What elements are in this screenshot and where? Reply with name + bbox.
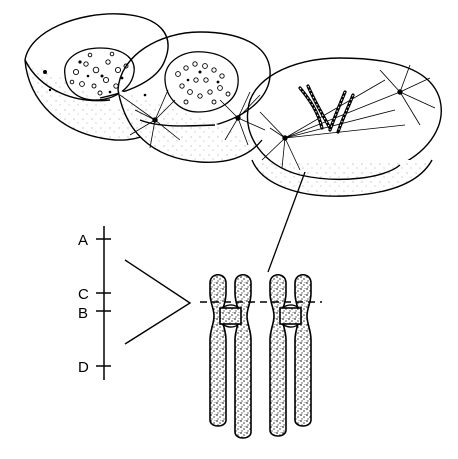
- centromere-2: [279, 307, 302, 325]
- cell-3-top-rim: [247, 57, 442, 166]
- chromosome-1-chromatid-left: [209, 273, 227, 427]
- cell-2-nucleus: [164, 51, 239, 113]
- cell-3-body: [251, 159, 433, 197]
- cell-2-chromatin: [175, 61, 231, 105]
- bracket-lines: [124, 259, 192, 345]
- label-b: B: [78, 305, 88, 322]
- cell-prophase: [117, 31, 271, 163]
- cell-2-top-rim: [117, 31, 271, 126]
- chromosome-1-chromatid-right: [234, 273, 252, 439]
- cell-interphase: [24, 13, 169, 141]
- cell-3-chromosome-texture: [299, 85, 354, 133]
- cell-2-front-rim: [139, 119, 216, 127]
- cell-1-front-rim: [24, 59, 111, 102]
- cell-3-spindle: [259, 64, 436, 171]
- centromere-1: [219, 307, 242, 325]
- centromere-outline: [221, 304, 300, 328]
- cell-metaphase: [246, 57, 442, 197]
- cell-2-centriole-right: [235, 115, 241, 121]
- label-a: A: [78, 232, 88, 249]
- cell-1-top-rim: [24, 13, 169, 99]
- scale-axis: [96, 226, 111, 380]
- cell-3-centriole-right: [397, 89, 403, 95]
- callout-line: [267, 171, 306, 273]
- cell-1-nucleus: [64, 47, 135, 101]
- chromosome-2-chromatid-left: [269, 273, 287, 437]
- cell-3-centriole-left: [282, 135, 288, 141]
- cell-2-nucleus-dots: [186, 70, 220, 84]
- cell-2-centriole-left: [152, 117, 158, 123]
- cell-3-front-rim: [246, 109, 401, 180]
- chromosome-2-chromatid-right: [294, 273, 312, 427]
- cell-1-nucleus-dots: [43, 60, 147, 97]
- label-c: C: [78, 286, 89, 303]
- chromosome-pair: [209, 273, 312, 439]
- centromeres: [219, 307, 302, 325]
- label-d: D: [78, 359, 89, 376]
